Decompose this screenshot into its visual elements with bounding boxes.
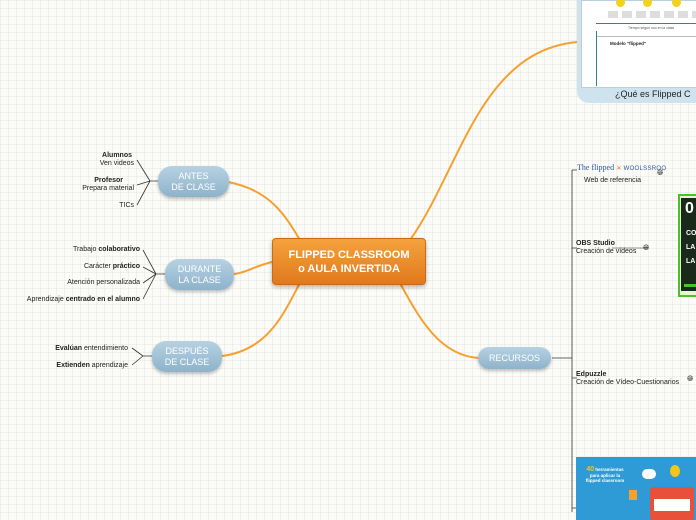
central-topic[interactable]: FLIPPED CLASSROOM o AULA INVERTIDA (272, 238, 426, 285)
globe-icon[interactable]: 🌐︎ (643, 243, 650, 252)
branch-despues (221, 282, 301, 357)
green-card-line1: CO (686, 230, 696, 237)
despues-item-0: Evalúan entendimiento (55, 345, 128, 352)
node-antes-line1: ANTES (178, 170, 209, 181)
antes-item-1-title: Profesor (94, 177, 123, 184)
durante-item-2: Atención personalizada (67, 279, 140, 286)
node-despues[interactable]: DESPUÉS DE CLASE (152, 341, 222, 372)
flipped-learning-logo[interactable]: The flipped ✕ WOOLSSROO (577, 163, 667, 172)
calculator-icon (629, 490, 637, 500)
globe-icon[interactable]: 🌐︎ (687, 374, 694, 383)
emoji-row (616, 0, 696, 9)
node-durante-line1: DURANTE (177, 263, 222, 274)
durante-item-0: Trabajo colaborativo (72, 246, 140, 253)
branch-durante (233, 261, 273, 275)
antes-item-0-title: Alumnos (102, 152, 132, 159)
node-despues-line2: DE CLASE (164, 356, 210, 367)
herramientas-poster[interactable]: 40 herramientas para aplicar la flipped … (576, 457, 696, 520)
node-despues-line1: DESPUÉS (165, 345, 209, 356)
recurso-1-title: OBS Studio (576, 240, 615, 247)
node-durante-line2: LA CLASE (178, 274, 221, 285)
que-es-tiempo: Tiempo según uso en la clase (628, 26, 675, 30)
recurso-2-desc: Creación de Vídeo-Cuestionarios (576, 379, 680, 386)
node-antes[interactable]: ANTES DE CLASE (158, 166, 229, 197)
lightbulb-icon (670, 465, 680, 477)
branch-que-es (409, 41, 579, 241)
globe-icon[interactable]: 🌐︎ (657, 168, 664, 177)
branch-recursos (399, 282, 479, 359)
node-durante[interactable]: DURANTE LA CLASE (165, 259, 234, 290)
despues-item-1: Extienden aprendizaje (56, 362, 128, 369)
antes-item-0-desc: Ven videos (99, 160, 134, 167)
durante-item-3: Aprendizaje centrado en el alumno (26, 296, 140, 303)
que-es-flipped-card[interactable]: Tiempo según uso en la clase Modelo "fli… (577, 0, 696, 103)
durante-item-1: Carácter práctico (83, 263, 140, 270)
node-recursos[interactable]: RECURSOS (478, 347, 551, 369)
recurso-1-desc: Creación de vídeos (576, 248, 637, 255)
central-topic-line1: FLIPPED CLASSROOM (288, 248, 410, 261)
node-antes-line2: DE CLASE (171, 181, 216, 192)
green-card-line2: LA (686, 244, 696, 251)
recurso-0-desc: Web de referencia (584, 177, 642, 184)
que-es-caption: ¿Qué es Flipped C (615, 89, 691, 99)
que-es-image: Tiempo según uso en la clase Modelo "fli… (581, 0, 696, 88)
node-recursos-label: RECURSOS (488, 352, 540, 363)
green-card-line3: LA (686, 258, 696, 265)
laptop-icon (650, 487, 694, 520)
recurso-2-title: Edpuzzle (576, 371, 607, 378)
green-card-big: 0 (685, 200, 694, 217)
antes-item-2: TICs (119, 202, 134, 209)
branch-antes (227, 181, 301, 241)
antes-item-1-desc: Prepara material (82, 185, 134, 192)
green-infographic[interactable]: 0 CO LA LA (678, 194, 696, 297)
poster-title: 40 herramientas para aplicar la flipped … (585, 466, 625, 483)
chat-bubble-icon (642, 469, 656, 479)
que-es-modelo: Modelo "flipped" (610, 41, 647, 46)
central-topic-line2: o AULA INVERTIDA (298, 262, 400, 275)
